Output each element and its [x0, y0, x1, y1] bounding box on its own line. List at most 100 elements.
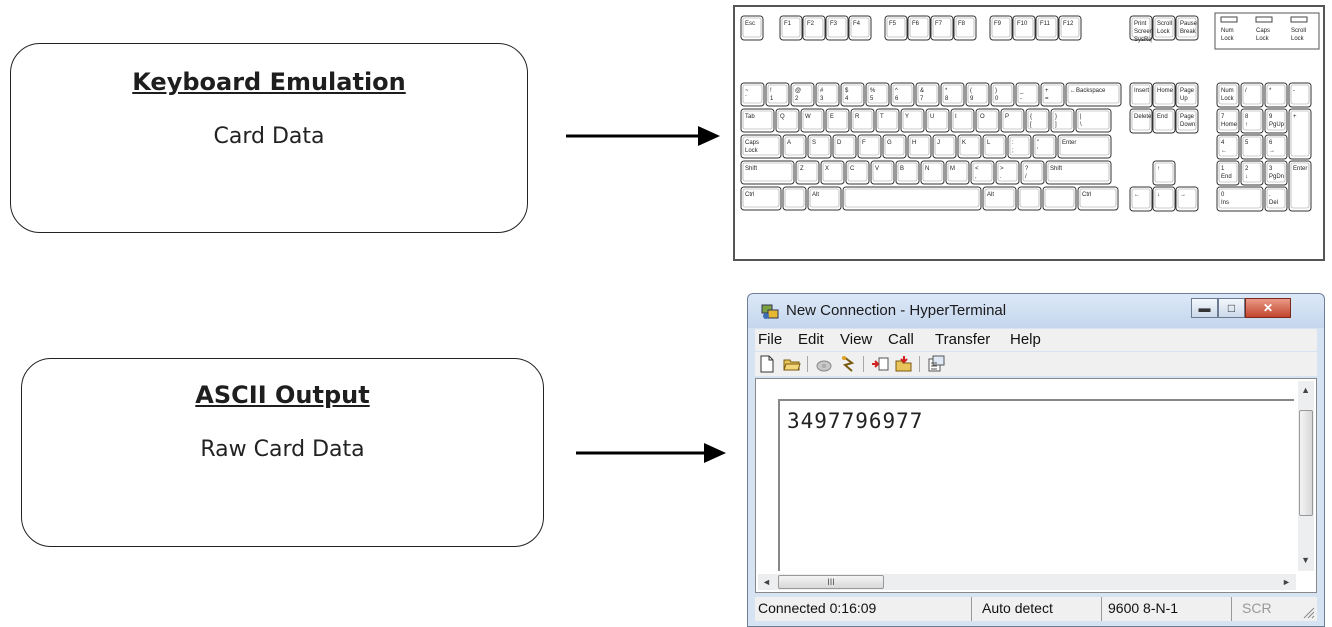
svg-text:Alt: Alt	[812, 192, 819, 198]
svg-text:M: M	[950, 166, 955, 172]
ascii-output-box: ASCII Output Raw Card Data	[21, 358, 544, 547]
keyboard-key: Shift	[740, 160, 795, 185]
svg-text:Lock: Lock	[1157, 29, 1171, 35]
phone-icon[interactable]	[815, 355, 833, 373]
terminal-area[interactable]: 3497796977 ▲ ▼ ◄ III ►	[755, 378, 1317, 593]
svg-text:.: .	[1000, 174, 1002, 180]
keyboard-key: |\	[1075, 108, 1112, 133]
svg-text:]: ]	[1055, 122, 1057, 128]
svg-text:{: {	[1030, 114, 1032, 120]
key-delete: Delete	[1129, 108, 1153, 134]
menu-view[interactable]: View	[840, 331, 873, 348]
terminal-screen[interactable]: 3497796977	[778, 399, 1294, 571]
svg-text:V: V	[875, 166, 879, 172]
svg-text:\: \	[1080, 122, 1082, 128]
svg-text:": "	[1037, 140, 1039, 146]
key-windows	[782, 186, 807, 211]
toolbar-separator	[863, 356, 864, 372]
arrow-to-terminal	[576, 443, 726, 463]
new-document-icon[interactable]	[758, 355, 776, 373]
svg-text:9: 9	[1269, 114, 1273, 120]
key-f9: F9	[989, 15, 1013, 41]
key-f3: F3	[825, 15, 849, 41]
svg-text:=: =	[1045, 96, 1049, 102]
hyperterminal-app-icon	[761, 304, 779, 319]
svg-text:O: O	[980, 114, 985, 120]
svg-text:PgUp: PgUp	[1269, 122, 1285, 128]
key-windows	[1017, 186, 1042, 211]
indicator-label: Caps	[1256, 28, 1270, 34]
svg-text:,: ,	[975, 174, 977, 180]
menu-edit[interactable]: Edit	[798, 331, 824, 348]
indicator-label: Num	[1221, 28, 1234, 34]
properties-icon[interactable]	[927, 355, 945, 373]
scroll-up-arrow-icon[interactable]: ▲	[1301, 385, 1310, 395]
open-folder-icon[interactable]	[783, 355, 801, 373]
svg-text:Enter: Enter	[1062, 140, 1076, 146]
vertical-scroll-thumb[interactable]	[1299, 410, 1313, 516]
keyboard-key: W	[800, 108, 825, 133]
svg-text:Lock: Lock	[745, 148, 759, 154]
svg-text:X: X	[825, 166, 829, 172]
svg-text:-: -	[1020, 96, 1022, 102]
key-arrow-up: ↑	[1152, 160, 1176, 186]
key-num-2: 2↓	[1240, 160, 1264, 186]
scroll-down-arrow-icon[interactable]: ▼	[1301, 555, 1310, 565]
keyboard-key: (9	[965, 82, 990, 107]
keyboard-key: @2	[790, 82, 815, 107]
menu-help[interactable]: Help	[1010, 331, 1041, 348]
keyboard-key: :;	[1007, 134, 1032, 159]
svg-text:Shift: Shift	[1050, 166, 1062, 172]
svg-text:K: K	[962, 140, 966, 146]
send-icon[interactable]	[871, 355, 889, 373]
maximize-button[interactable]: □	[1218, 298, 1245, 318]
key-num-8: 8↑	[1240, 108, 1264, 134]
svg-text:Page: Page	[1180, 88, 1195, 94]
minimize-button[interactable]: ▬	[1191, 298, 1218, 318]
keyboard-key: !1	[765, 82, 790, 107]
key-num-4: 4←	[1216, 134, 1240, 160]
close-button[interactable]: ✕	[1245, 298, 1291, 318]
svg-text:↑: ↑	[1157, 166, 1160, 172]
svg-text:Screen: Screen	[1134, 29, 1153, 35]
svg-text:Alt: Alt	[987, 192, 994, 198]
horizontal-scroll-thumb[interactable]: III	[778, 575, 884, 589]
key-alt: Alt	[982, 186, 1017, 211]
horizontal-scrollbar[interactable]	[758, 574, 1296, 590]
resize-grip-icon[interactable]	[1301, 605, 1315, 619]
svg-text:4: 4	[1221, 140, 1225, 146]
scroll-right-arrow-icon[interactable]: ►	[1282, 577, 1291, 587]
svg-text:*: *	[1269, 88, 1272, 94]
keyboard-key: O	[975, 108, 1000, 133]
keyboard-key: F	[857, 134, 882, 159]
keyboard-key: K	[957, 134, 982, 159]
menu-call[interactable]: Call	[888, 331, 914, 348]
svg-text:8: 8	[945, 96, 949, 102]
scroll-left-arrow-icon[interactable]: ◄	[762, 577, 771, 587]
keyboard-key: C	[845, 160, 870, 185]
disconnect-icon[interactable]	[839, 355, 857, 373]
key-f8: F8	[953, 15, 977, 41]
svg-text:3: 3	[1269, 166, 1273, 172]
key-home: Home	[1152, 82, 1176, 108]
hyperterminal-window: New Connection - HyperTerminal ▬ □ ✕ Fil…	[747, 293, 1325, 627]
svg-text:>: >	[1000, 166, 1004, 172]
keyboard-key: E	[825, 108, 850, 133]
svg-text:7: 7	[920, 96, 924, 102]
menu-file[interactable]: File	[758, 331, 783, 348]
svg-text:0: 0	[995, 96, 999, 102]
receive-icon[interactable]	[895, 355, 913, 373]
key-plus: +	[1288, 108, 1312, 160]
menu-transfer[interactable]: Transfer	[935, 331, 991, 348]
svg-text:~: ~	[745, 88, 749, 94]
indicator-light	[1255, 16, 1273, 23]
scroll-grip: III	[827, 577, 835, 587]
keyboard-key: H	[907, 134, 932, 159]
svg-text:↑: ↑	[1245, 122, 1248, 128]
